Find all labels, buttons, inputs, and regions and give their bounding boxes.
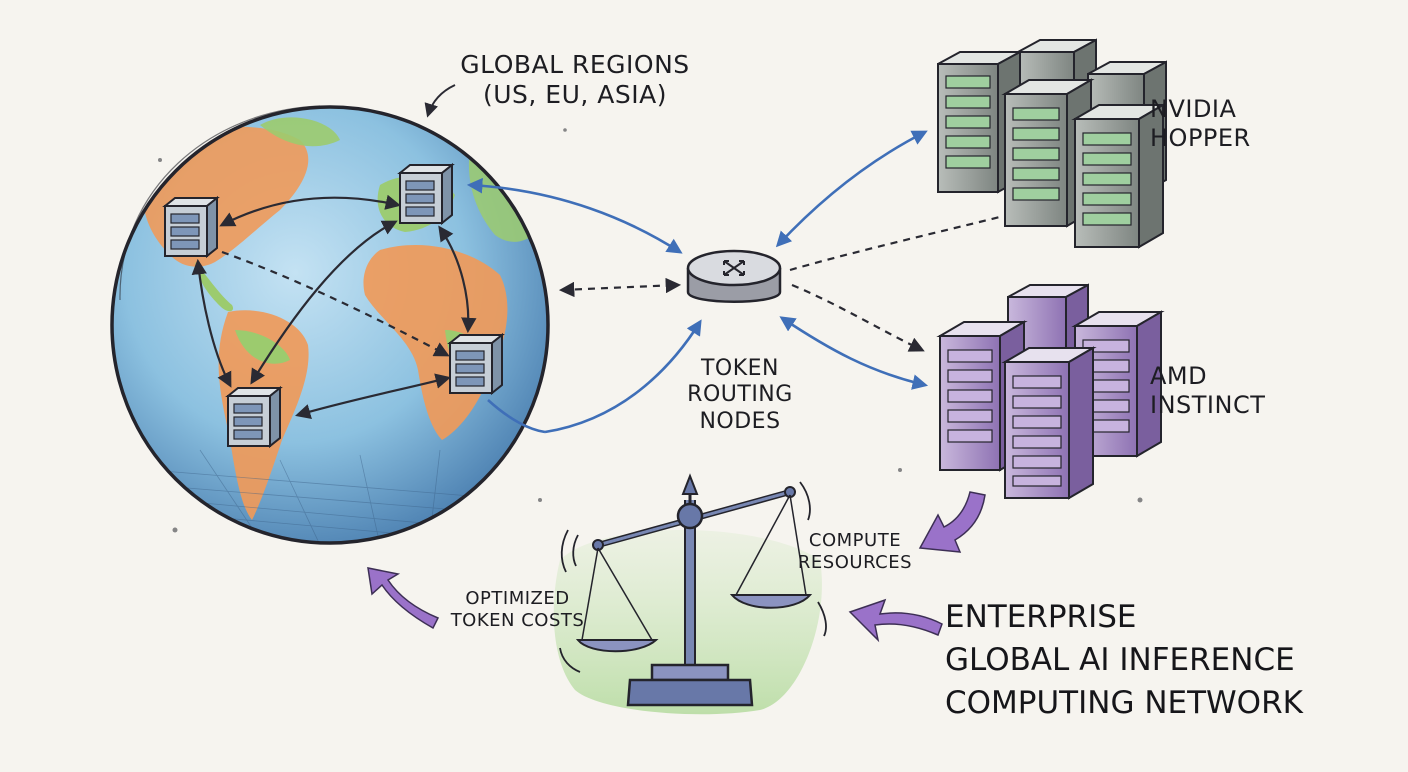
label-line: NODES bbox=[699, 408, 781, 434]
compute-resources-label: COMPUTE RESOURCES bbox=[785, 530, 925, 573]
label-line: NVIDIA bbox=[1150, 95, 1237, 123]
label-line: GLOBAL REGIONS bbox=[460, 50, 690, 79]
label-line: TOKEN COSTS bbox=[450, 609, 585, 631]
token-routing-nodes-label: TOKEN ROUTING NODES bbox=[670, 356, 810, 435]
title-line: COMPUTING NETWORK bbox=[945, 684, 1303, 721]
amd-instinct-label: AMD INSTINCT bbox=[1150, 362, 1310, 420]
label-line: HOPPER bbox=[1150, 123, 1251, 152]
label-line: TOKEN bbox=[700, 356, 780, 381]
label-line: AMD bbox=[1150, 362, 1208, 390]
label-line: ROUTING bbox=[687, 382, 793, 408]
amd-server-cluster bbox=[936, 283, 1165, 500]
label-line: RESOURCES bbox=[797, 551, 913, 573]
label-line: COMPUTE bbox=[808, 530, 902, 551]
routing-arrows bbox=[466, 130, 929, 434]
router-icon bbox=[686, 249, 782, 303]
label-line: (US, EU, ASIA) bbox=[482, 80, 667, 109]
balance-scale-icon bbox=[553, 473, 827, 715]
diagram-title: ENTERPRISE GLOBAL AI INFERENCE COMPUTING… bbox=[945, 596, 1395, 724]
optimized-token-costs-label: OPTIMIZED TOKEN COSTS bbox=[445, 588, 590, 631]
server-icon bbox=[162, 162, 505, 449]
globe-icon bbox=[110, 105, 550, 545]
title-line: ENTERPRISE bbox=[945, 599, 1137, 635]
nvidia-server-cluster bbox=[937, 38, 1167, 249]
label-line: INSTINCT bbox=[1150, 390, 1266, 419]
nvidia-hopper-label: NVIDIA HOPPER bbox=[1150, 95, 1310, 153]
label-line: OPTIMIZED bbox=[465, 588, 570, 609]
global-regions-label: GLOBAL REGIONS (US, EU, ASIA) bbox=[430, 50, 720, 110]
feedback-arrows bbox=[367, 491, 986, 643]
regions-pointer-arrow bbox=[424, 84, 456, 118]
title-line: GLOBAL AI INFERENCE bbox=[945, 641, 1295, 678]
